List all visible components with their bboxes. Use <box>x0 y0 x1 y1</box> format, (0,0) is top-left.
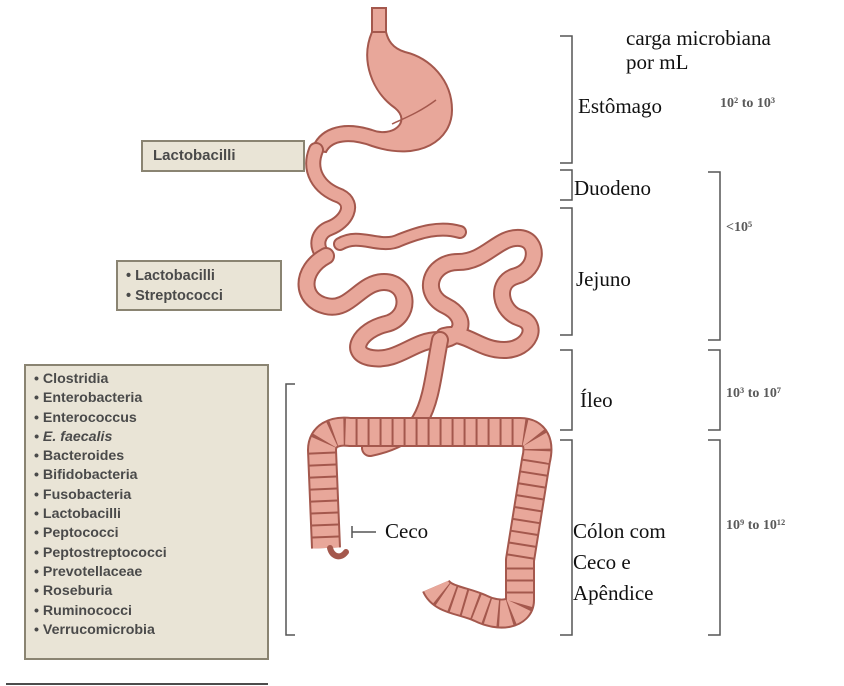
colon-bacteria-item: Fusobacteria <box>34 486 267 505</box>
label-jejunum: Jejuno <box>576 267 631 292</box>
stomach-bacteria-item: Lactobacilli <box>153 147 236 164</box>
label-duodenum: Duodeno <box>574 176 651 201</box>
appendix-organ <box>330 548 346 556</box>
colon-bacteria-item: Verrucomicrobia <box>34 621 267 640</box>
label-stomach: Estômago <box>578 94 662 119</box>
colon-bacteria-item: Enterococcus <box>34 409 267 428</box>
label-colon-line-3: Apêndice <box>573 578 666 609</box>
header-line-1: carga microbiana <box>626 26 771 50</box>
colon-bacteria-item: Ruminococci <box>34 602 267 621</box>
small-intestine-coils <box>307 230 534 359</box>
colon-bacteria-box: Clostridia Enterobacteria Enterococcus E… <box>24 364 269 660</box>
colon-bacteria-item: Prevotellaceae <box>34 563 267 582</box>
small-intestine-bacteria-item: Streptococci <box>126 286 280 306</box>
colon-bacteria-item: E. faecalis <box>34 428 267 447</box>
load-ileum: 10³ to 10⁷ <box>726 386 781 402</box>
colon-bacteria-item: Roseburia <box>34 582 267 601</box>
small-intestine-bacteria-box: Lactobacilli Streptococci <box>116 260 282 311</box>
colon-bacteria-item: Bacteroides <box>34 447 267 466</box>
stomach-organ <box>312 32 452 152</box>
label-colon: Cólon com Ceco e Apêndice <box>573 516 666 609</box>
header-line-2: por mL <box>626 50 771 74</box>
colon-bacteria-item: Clostridia <box>34 370 267 389</box>
colon-organ <box>322 432 537 614</box>
stomach-bacteria-box: Lactobacilli <box>141 140 305 172</box>
load-colon: 10⁹ to 10¹² <box>726 518 785 534</box>
load-stomach: 10² to 10³ <box>720 96 775 112</box>
colon-bacteria-item: Bifidobacteria <box>34 466 267 485</box>
label-colon-line-2: Ceco e <box>573 547 666 578</box>
label-cecum: Ceco <box>385 519 428 544</box>
label-ileum: Íleo <box>580 388 613 413</box>
microbial-load-header: carga microbiana por mL <box>626 26 771 74</box>
colon-bacteria-item: Peptococci <box>34 524 267 543</box>
label-colon-line-1: Cólon com <box>573 516 666 547</box>
colon-bacteria-item: Enterobacteria <box>34 389 267 408</box>
small-intestine-bacteria-item: Lactobacilli <box>126 266 280 286</box>
load-duodenum-jejunum: <10⁵ <box>726 220 752 236</box>
esophagus <box>372 8 386 34</box>
colon-bacteria-item: Peptostreptococci <box>34 544 267 563</box>
colon-bacteria-item: Lactobacilli <box>34 505 267 524</box>
